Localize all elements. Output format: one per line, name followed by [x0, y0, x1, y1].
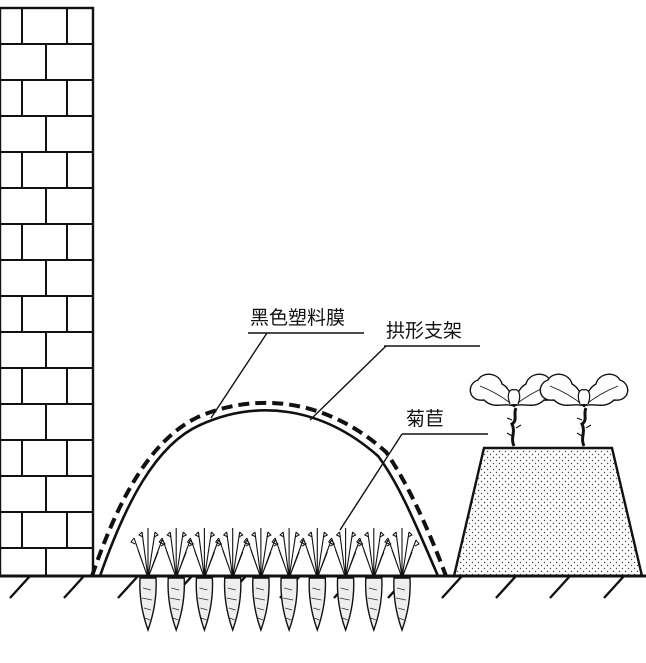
- chicory-root: [186, 527, 223, 631]
- chicory-root: [243, 527, 279, 631]
- chicory-root: [384, 527, 420, 631]
- label-arch-frame: 拱形支架: [386, 320, 463, 342]
- chicory-root: [356, 527, 392, 631]
- black-plastic-film: [90, 400, 448, 577]
- ground-hatch: [9, 575, 31, 599]
- label-lettuce: 菊苣: [406, 408, 445, 430]
- chicory-root: [327, 527, 364, 631]
- ground-hatch: [117, 575, 139, 599]
- chicory-root: [271, 527, 307, 631]
- leader-lettuce: [339, 433, 403, 531]
- label-black-plastic-film: 黑色塑料膜: [250, 307, 346, 329]
- chicory-roots-under-arch: [130, 527, 420, 631]
- brick-wall: [0, 6, 95, 578]
- ground-hatch: [63, 575, 85, 599]
- raised-bed: [452, 446, 644, 578]
- leader-black-film: [210, 332, 268, 419]
- ground-hatch: [441, 575, 463, 599]
- seedling-right: [538, 372, 630, 448]
- chicory-root: [299, 527, 335, 631]
- ground-hatch: [603, 575, 625, 599]
- leader-arch-frame: [309, 345, 387, 421]
- ground-hatch: [549, 575, 571, 599]
- arch-frame: [98, 409, 440, 577]
- ground-hatch: [495, 575, 517, 599]
